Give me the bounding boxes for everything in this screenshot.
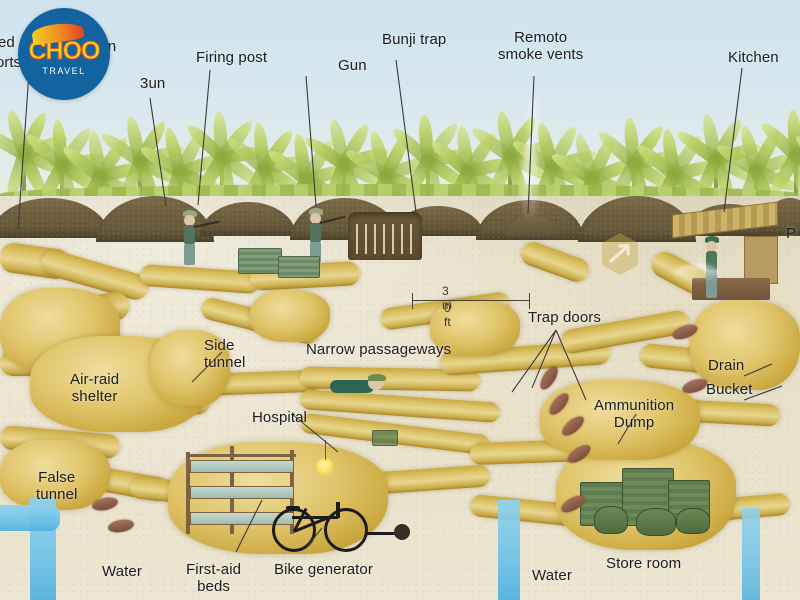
label-water-right: Water	[532, 567, 572, 584]
palm-frond	[792, 131, 800, 172]
hex-arrow-icon	[602, 233, 638, 275]
scale-line	[412, 300, 530, 301]
bunk-rail	[186, 454, 296, 457]
label-ammunition-dump: Ammunition Dump	[594, 397, 675, 431]
crate	[278, 256, 320, 278]
soldier-legs	[184, 244, 195, 265]
soldier-torso	[310, 223, 321, 243]
ammo-crate	[372, 430, 398, 446]
bunk-post	[186, 452, 190, 534]
label-firing-post: Firing post	[196, 49, 268, 66]
label-gun-left: 3un	[140, 75, 166, 92]
soldier-head	[310, 213, 321, 224]
soldier-torso	[184, 225, 195, 245]
chamber-mid-junction	[430, 300, 520, 356]
smoke-plume-upper	[528, 96, 539, 160]
topsoil-mound	[200, 202, 296, 236]
palm-tree	[466, 106, 558, 212]
label-punji-trap: Bunji trap	[382, 31, 447, 48]
label-drain: Drain	[708, 357, 745, 374]
label-hospital: Hospital	[252, 409, 307, 426]
bike-seat	[286, 506, 300, 510]
soldier-legs	[310, 242, 321, 263]
punji-spikes-icon	[356, 224, 414, 254]
scale-tick-right	[529, 293, 530, 309]
palm-tree	[178, 107, 270, 213]
cook-legs	[706, 270, 717, 298]
bike-wheel-front	[324, 508, 368, 552]
water-channel-right	[498, 500, 520, 600]
label-kitchen: Kitchen	[728, 49, 779, 66]
palm-trunk	[714, 153, 718, 215]
generator-unit	[394, 524, 410, 540]
cook-cap	[705, 236, 719, 243]
kitchen-shelf	[744, 236, 778, 284]
scale-imperial-label: 0 ft	[444, 301, 451, 329]
palm-trunk	[508, 150, 512, 212]
bike-handlebar	[336, 502, 340, 518]
generator-belt	[366, 532, 398, 535]
label-bucket: Bucket	[706, 381, 753, 398]
crawling-soldier	[330, 374, 392, 394]
label-cut-left-top: ed	[0, 34, 15, 51]
chamber-kitchen-under	[690, 300, 800, 390]
bulb-wire	[325, 440, 326, 460]
crawler-body	[330, 380, 374, 393]
brand-tagline: TRAVEL	[42, 65, 86, 76]
bunk-bed-top	[190, 460, 294, 473]
scale-metric-label: 3 m	[442, 284, 452, 312]
label-first-aid-beds: First-aid beds	[186, 561, 242, 595]
label-trap-doors: Trap doors	[528, 309, 601, 326]
helmet-icon	[309, 208, 323, 215]
crate	[238, 248, 282, 274]
supply-sack	[594, 506, 628, 534]
label-false-tunnel: False tunnel	[36, 469, 78, 503]
scale-tick-left	[412, 293, 413, 309]
crawler-helmet	[368, 374, 386, 381]
label-air-raid-shelter: Air-raid shelter	[70, 371, 120, 405]
supply-sack	[636, 508, 676, 536]
cook-torso	[706, 251, 717, 271]
label-side-tunnel: Side tunnel	[204, 337, 246, 371]
topsoil-mound	[0, 198, 110, 238]
helmet-icon	[183, 210, 197, 217]
bunk-bed-middle	[190, 486, 294, 499]
label-bike-generator: Bike generator	[274, 561, 373, 578]
label-narrow-passageways: Narrow passageways	[306, 341, 452, 358]
topsoil-mound	[96, 196, 214, 242]
chamber-north-junction	[250, 290, 330, 342]
cooking-steam	[674, 264, 718, 282]
palm-tree	[672, 109, 764, 215]
label-gun: Gun	[338, 57, 367, 74]
label-cut-left-top2: orts	[0, 54, 22, 71]
label-water-left: Water	[102, 563, 142, 580]
palm-tree	[752, 105, 800, 211]
bike-frame-bar	[292, 516, 338, 519]
vent-mound	[506, 216, 558, 236]
label-store-room: Store room	[606, 555, 682, 572]
label-cut-right-top: P	[786, 225, 797, 242]
soldier-head	[184, 215, 195, 226]
brand-logo[interactable]: CHOO TRAVEL	[18, 8, 110, 100]
label-smoke-vents: Remoto smoke vents	[498, 29, 584, 63]
cook-head	[706, 241, 717, 252]
water-channel-far-right	[742, 508, 760, 600]
water-channel-left-branch	[0, 505, 60, 531]
light-bulb-icon	[316, 458, 334, 476]
supply-sack	[676, 508, 710, 534]
